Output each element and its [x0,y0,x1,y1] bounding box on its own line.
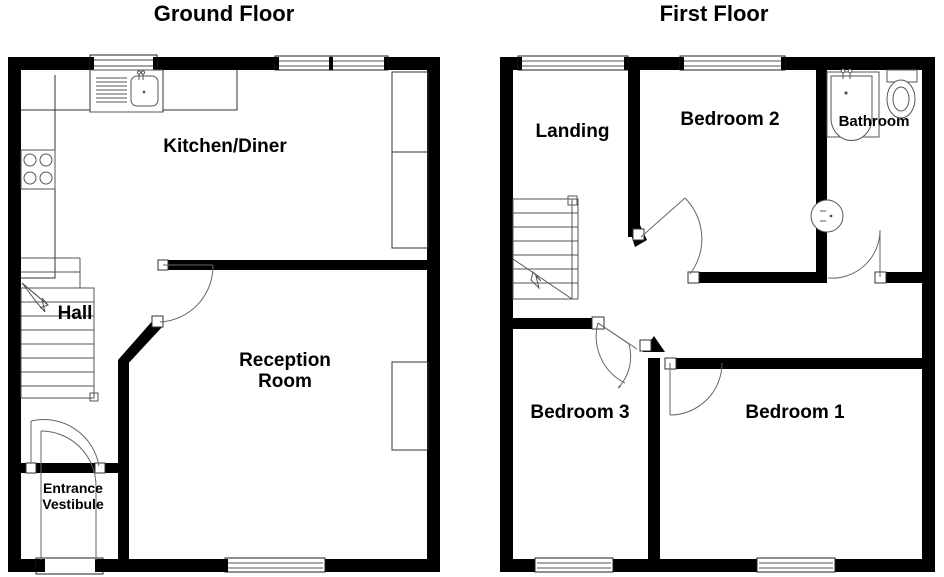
gf-doorjamb-vestibule-b [94,462,106,474]
gf-wall-vestibule-top [21,463,129,473]
room-label-bathroom: Bathroom [838,113,910,130]
room-label-kitchen-diner: Kitchen/Diner [163,136,287,157]
ff-window-landing [517,55,629,71]
ff-wall-bed1-top [665,358,935,369]
ff-wall-right [922,57,935,572]
room-label-reception-room: Reception Room [239,350,331,393]
ff-wall-bed2-bottom [688,272,816,283]
gf-wall-left [8,57,21,572]
gf-wall-hall-vertical [118,360,129,472]
ff-window-bedroom1 [756,557,836,573]
gf-front-door [35,430,104,575]
ff-wall-left [500,57,513,572]
ff-wall-bathroom-bottom [880,272,935,283]
ff-wall-bed3-bed1 [648,358,660,572]
gf-window-kitchen [89,54,158,71]
gf-wall-right [427,57,440,572]
gf-wall-bottom-mid [118,559,228,572]
gf-kitchen-tall-units [391,71,429,249]
ff-door-bedroom1 [669,362,723,416]
ff-bath [826,68,880,142]
ff-toilet [886,69,918,119]
gf-wall-vestibule-right [118,463,129,572]
ff-staircase [512,195,579,300]
room-label-bedroom-2: Bedroom 2 [680,109,780,130]
ff-door-bedroom2 [640,197,703,275]
ff-wall-bathroom-nib [816,272,827,283]
ff-wall-landing-bed3 [513,318,598,329]
ff-door-bathroom [827,229,881,279]
ff-doorjamb-bed2-b [687,271,700,284]
ff-door-bedroom3 [595,322,638,389]
ff-wall-bathroom-left [816,65,827,283]
gf-kitchen-sink [89,69,164,113]
ff-doorjamb-bed3-b [639,339,652,352]
ff-doorjamb-bed2-a [632,228,645,241]
ff-wash-basin [810,199,844,233]
gf-staircase [20,257,99,402]
ff-window-bedroom3 [534,557,614,573]
room-label-bedroom-3: Bedroom 3 [530,402,630,423]
gf-wall-kitchen-reception [158,260,428,270]
ground-floor-title: Ground Floor [153,1,295,26]
gf-window-reception [224,557,326,573]
gf-door-reception [159,264,214,323]
first-floor-title: First Floor [659,1,769,26]
room-label-hall: Hall [57,303,93,324]
room-label-landing: Landing [535,121,610,142]
gf-kitchen-hob [20,149,56,190]
gf-doorjamb-vestibule-a [25,462,37,474]
gf-wall-angled [118,318,163,366]
room-label-bedroom-1: Bedroom 1 [745,402,845,423]
ground-floor-plan [8,54,440,575]
room-label-entrance-vestibule: Entrance Vestibule [42,480,104,512]
gf-door-vestibule-hall [30,419,100,467]
gf-window-diner [274,55,389,71]
gf-reception-unit [391,361,429,451]
ff-wall-landing-bed2 [628,65,640,237]
first-floor-plan [500,55,935,573]
ff-window-bedroom2 [679,55,786,71]
